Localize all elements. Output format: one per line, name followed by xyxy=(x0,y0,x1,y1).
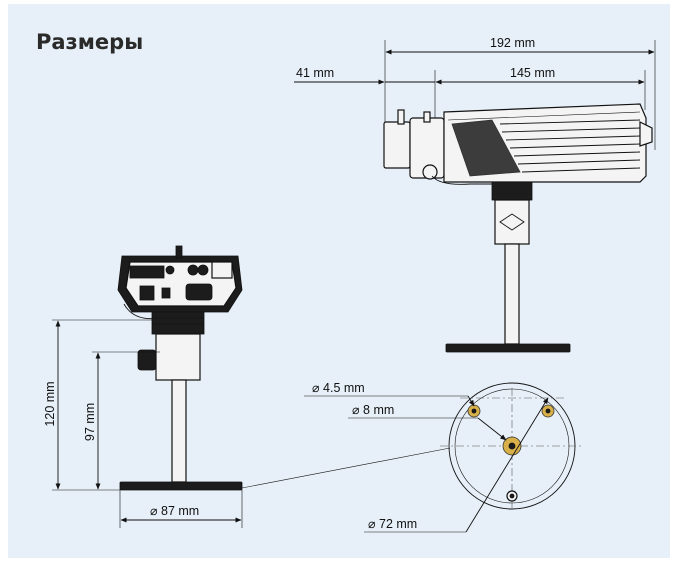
mount-diameter-label: ⌀ 72 mm xyxy=(368,517,417,531)
camera-side-view: 192 mm 41 mm 145 mm xyxy=(294,36,656,353)
hole-small-label: ⌀ 4.5 mm xyxy=(312,381,365,395)
lens-length-label: 41 mm xyxy=(296,66,334,80)
hole-center-label: ⌀ 8 mm xyxy=(352,403,394,417)
body-length-label: 145 mm xyxy=(510,66,555,80)
mounting-plate xyxy=(440,382,584,510)
total-length-label: 192 mm xyxy=(490,36,535,50)
base-diameter-label: ⌀ 87 mm xyxy=(150,504,199,518)
camera-back-view xyxy=(117,245,243,491)
total-height-label: 120 mm xyxy=(43,381,57,426)
stand-height-label: 97 mm xyxy=(83,403,97,441)
heatsink-fins xyxy=(499,119,641,173)
diagram-panel xyxy=(8,4,670,558)
page-title: Размеры xyxy=(36,30,144,54)
